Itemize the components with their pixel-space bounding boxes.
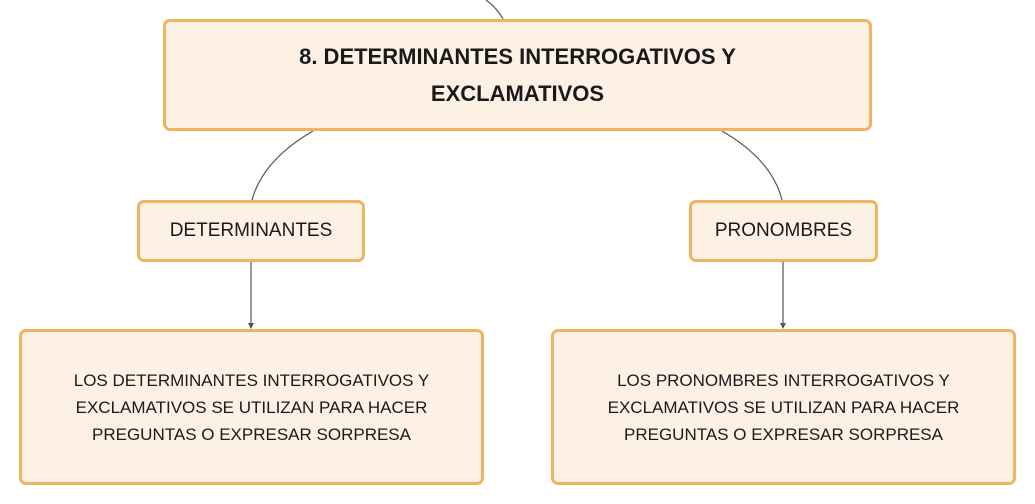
determinantes-node[interactable]: DETERMINANTES [137, 200, 365, 262]
pronombres-description-node[interactable]: LOS PRONOMBRES INTERROGATIVOS Y EXCLAMAT… [551, 329, 1016, 485]
pronombres-node[interactable]: PRONOMBRES [689, 200, 878, 262]
pronombres-label: PRONOMBRES [714, 220, 853, 241]
determinantes-description-node[interactable]: LOS DETERMINANTES INTERROGATIVOS Y EXCLA… [19, 329, 484, 485]
pronombres-description: LOS PRONOMBRES INTERROGATIVOS Y EXCLAMAT… [607, 370, 960, 444]
connector-from-parent [485, 0, 504, 20]
arrowhead-determinantes [248, 323, 254, 329]
main-topic-title: 8. DETERMINANTES INTERROGATIVOS Y EXCLAM… [299, 44, 736, 106]
determinantes-description: LOS DETERMINANTES INTERROGATIVOS Y EXCLA… [73, 370, 430, 444]
arrowhead-pronombres [780, 323, 786, 329]
main-topic-node[interactable]: 8. DETERMINANTES INTERROGATIVOS Y EXCLAM… [163, 19, 872, 131]
determinantes-label: DETERMINANTES [169, 220, 333, 241]
connector-main-to-pronombres [721, 130, 783, 201]
connector-main-to-determinantes [251, 130, 314, 201]
